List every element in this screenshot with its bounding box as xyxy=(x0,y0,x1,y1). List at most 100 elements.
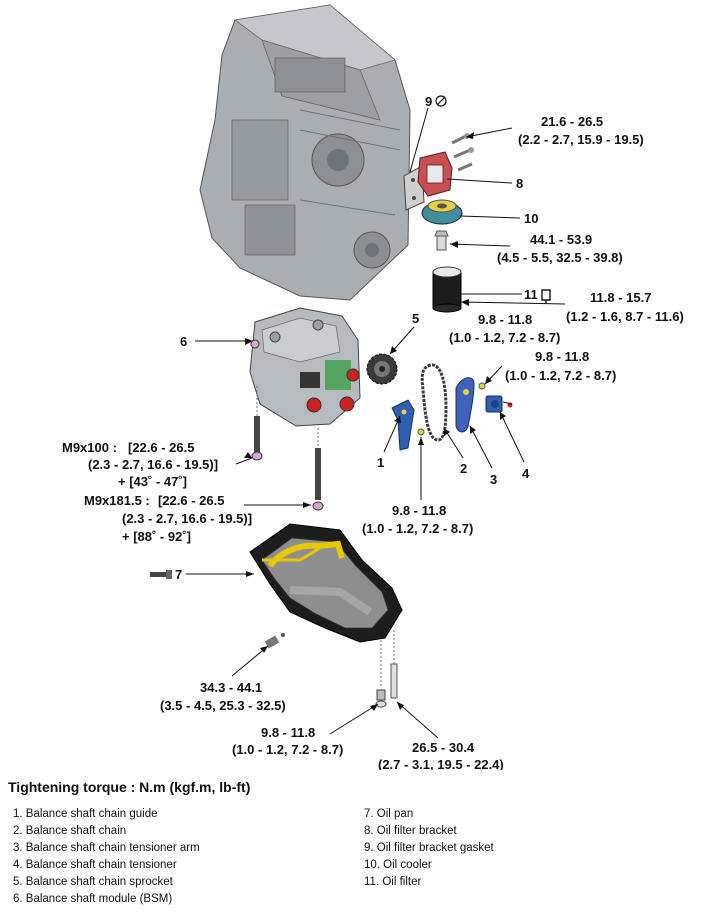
torque-cooler-1: 44.1 - 53.9 xyxy=(530,232,592,247)
legend-item: 4. Balance shaft chain tensioner xyxy=(13,859,177,871)
leader-10 xyxy=(459,215,521,219)
legend-item: 6. Balance shaft module (BSM) xyxy=(13,893,173,905)
torque-cooler-2: (4.5 - 5.5, 32.5 - 39.8) xyxy=(497,250,623,265)
callout-2: 2 xyxy=(460,461,467,476)
leader-pan-torque xyxy=(231,645,269,677)
legend-item: 11. Oil filter xyxy=(364,876,422,888)
bolt-a-torque-3: + [43˚ - 47˚] xyxy=(118,474,187,489)
torque-bracket-2: (2.2 - 2.7, 15.9 - 19.5) xyxy=(518,132,644,147)
arrowhead xyxy=(394,416,401,423)
arrowhead xyxy=(390,346,397,354)
bracket-bolts xyxy=(451,133,474,172)
oil-pan-side-bolt xyxy=(264,633,285,649)
balance-shaft-chain xyxy=(420,363,448,442)
oil-filter-bracket xyxy=(417,151,453,197)
torque-sprocket-1: 9.8 - 11.8 xyxy=(478,312,532,327)
arrowhead xyxy=(485,376,492,384)
oil-cooler xyxy=(421,199,463,225)
torque-plug-2: (2.7 - 3.1, 19.5 - 22.4) xyxy=(378,757,504,770)
arrowhead xyxy=(370,704,378,711)
leader-3 xyxy=(469,425,493,469)
balance-shaft-chain-tensioner xyxy=(478,382,513,413)
legend-left: 1. Balance shaft chain guide 2. Balance … xyxy=(13,806,200,908)
leader-bolt-a xyxy=(235,457,253,465)
callout-6: 6 xyxy=(180,334,187,349)
legend-item: 8. Oil filter bracket xyxy=(364,825,457,837)
arrowhead xyxy=(260,646,268,653)
bsm-bolt-m9x181-5 xyxy=(312,428,324,511)
torque-pan-1: 34.3 - 44.1 xyxy=(200,680,262,695)
oil-cooler-bolt xyxy=(434,230,449,251)
leader-cooler-torque xyxy=(449,243,511,247)
torque-sprocket-2: (1.0 - 1.2, 7.2 - 8.7) xyxy=(449,330,560,345)
leader-4 xyxy=(499,411,525,463)
legend-item: 1. Balance shaft chain guide xyxy=(13,808,158,820)
legend-item: 5. Balance shaft chain sprocket xyxy=(13,876,173,888)
arrowhead xyxy=(444,428,450,436)
bolt-a-name: M9x100 : xyxy=(62,440,117,455)
arrowhead xyxy=(418,437,424,445)
leader-filter-torque xyxy=(460,301,566,305)
callout-7: 7 xyxy=(175,567,182,582)
arrowhead xyxy=(303,502,311,508)
torque-bracket-1: 21.6 - 26.5 xyxy=(541,114,603,129)
drain-plug xyxy=(390,630,398,699)
arrowhead xyxy=(246,571,254,577)
bolt-b-torque-3: + [88˚ - 92˚] xyxy=(122,529,191,544)
callout-9: 9 xyxy=(425,94,432,109)
arrowhead xyxy=(397,702,404,710)
torque-guide-2: (1.0 - 1.2, 7.2 - 8.7) xyxy=(362,521,473,536)
diagram-canvas: 9 21.6 - 26.5 (2.2 - 2.7, 15.9 - 19.5) 8… xyxy=(62,4,684,770)
arrowhead xyxy=(461,299,469,306)
oil-pan xyxy=(249,523,403,643)
torque-filter-1: 11.8 - 15.7 xyxy=(590,290,651,305)
callout-4: 4 xyxy=(522,466,530,481)
arrowhead xyxy=(450,241,458,248)
arrowhead xyxy=(245,338,253,345)
torque-drain-1: 9.8 - 11.8 xyxy=(261,725,315,740)
torque-plug-1: 26.5 - 30.4 xyxy=(412,740,475,755)
legend-item: 2. Balance shaft chain xyxy=(13,825,127,837)
leader-1 xyxy=(383,415,401,453)
balance-shaft-chain-tensioner-arm xyxy=(455,377,475,433)
callout-11: 11 xyxy=(524,287,538,302)
arrowhead xyxy=(244,452,252,458)
torque-drain-2: (1.0 - 1.2, 7.2 - 8.7) xyxy=(232,742,343,757)
legend-title: Tightening torque : N.m (kgf.m, lb-ft) xyxy=(8,779,251,795)
callout-1: 1 xyxy=(377,455,384,470)
legend-right: 7. Oil pan 8. Oil filter bracket 9. Oil … xyxy=(364,806,494,891)
balance-shaft-module xyxy=(249,307,361,427)
leader-9 xyxy=(409,107,429,173)
guide-bolt xyxy=(417,428,425,436)
leader-bracket-torque xyxy=(465,127,513,138)
balance-shaft-chain-sprocket xyxy=(366,353,398,385)
arrowhead xyxy=(466,132,474,139)
legend-item: 7. Oil pan xyxy=(364,808,414,820)
torque-tensioner-1: 9.8 - 11.8 xyxy=(535,349,589,364)
engine-block xyxy=(199,4,411,301)
oil-pan-bolt xyxy=(150,570,172,579)
torque-filter-2: (1.2 - 1.6, 8.7 - 11.6) xyxy=(566,309,684,324)
drain-bolt xyxy=(375,640,387,708)
filter-wrench-icon xyxy=(541,289,551,304)
oil-filter xyxy=(432,266,462,313)
bolt-b-name: M9x181.5 : xyxy=(84,493,150,508)
bolt-b-torque-2: (2.3 - 2.7, 16.6 - 19.5)] xyxy=(122,511,252,526)
legend-item: 9. Oil filter bracket gasket xyxy=(364,842,494,854)
torque-pan-2: (3.5 - 4.5, 25.3 - 32.5) xyxy=(160,698,286,713)
torque-guide-1: 9.8 - 11.8 xyxy=(392,503,446,518)
balance-shaft-chain-guide xyxy=(391,399,415,451)
bolt-a-torque-2: (2.3 - 2.7, 16.6 - 19.5)] xyxy=(88,457,218,472)
legend-item: 10. Oil cooler xyxy=(364,859,432,871)
bolt-a-torque-1: [22.6 - 26.5 xyxy=(128,440,195,455)
callout-5: 5 xyxy=(412,311,419,326)
leader-8 xyxy=(446,178,513,184)
leader-drain-torque xyxy=(329,703,379,735)
gasket-symbol-icon xyxy=(435,95,447,107)
leader-plug-torque xyxy=(396,701,439,739)
callout-10: 10 xyxy=(524,211,538,226)
bolt-b-torque-1: [22.6 - 26.5 xyxy=(158,493,225,508)
arrowhead xyxy=(470,426,476,434)
arrowhead xyxy=(500,412,506,420)
